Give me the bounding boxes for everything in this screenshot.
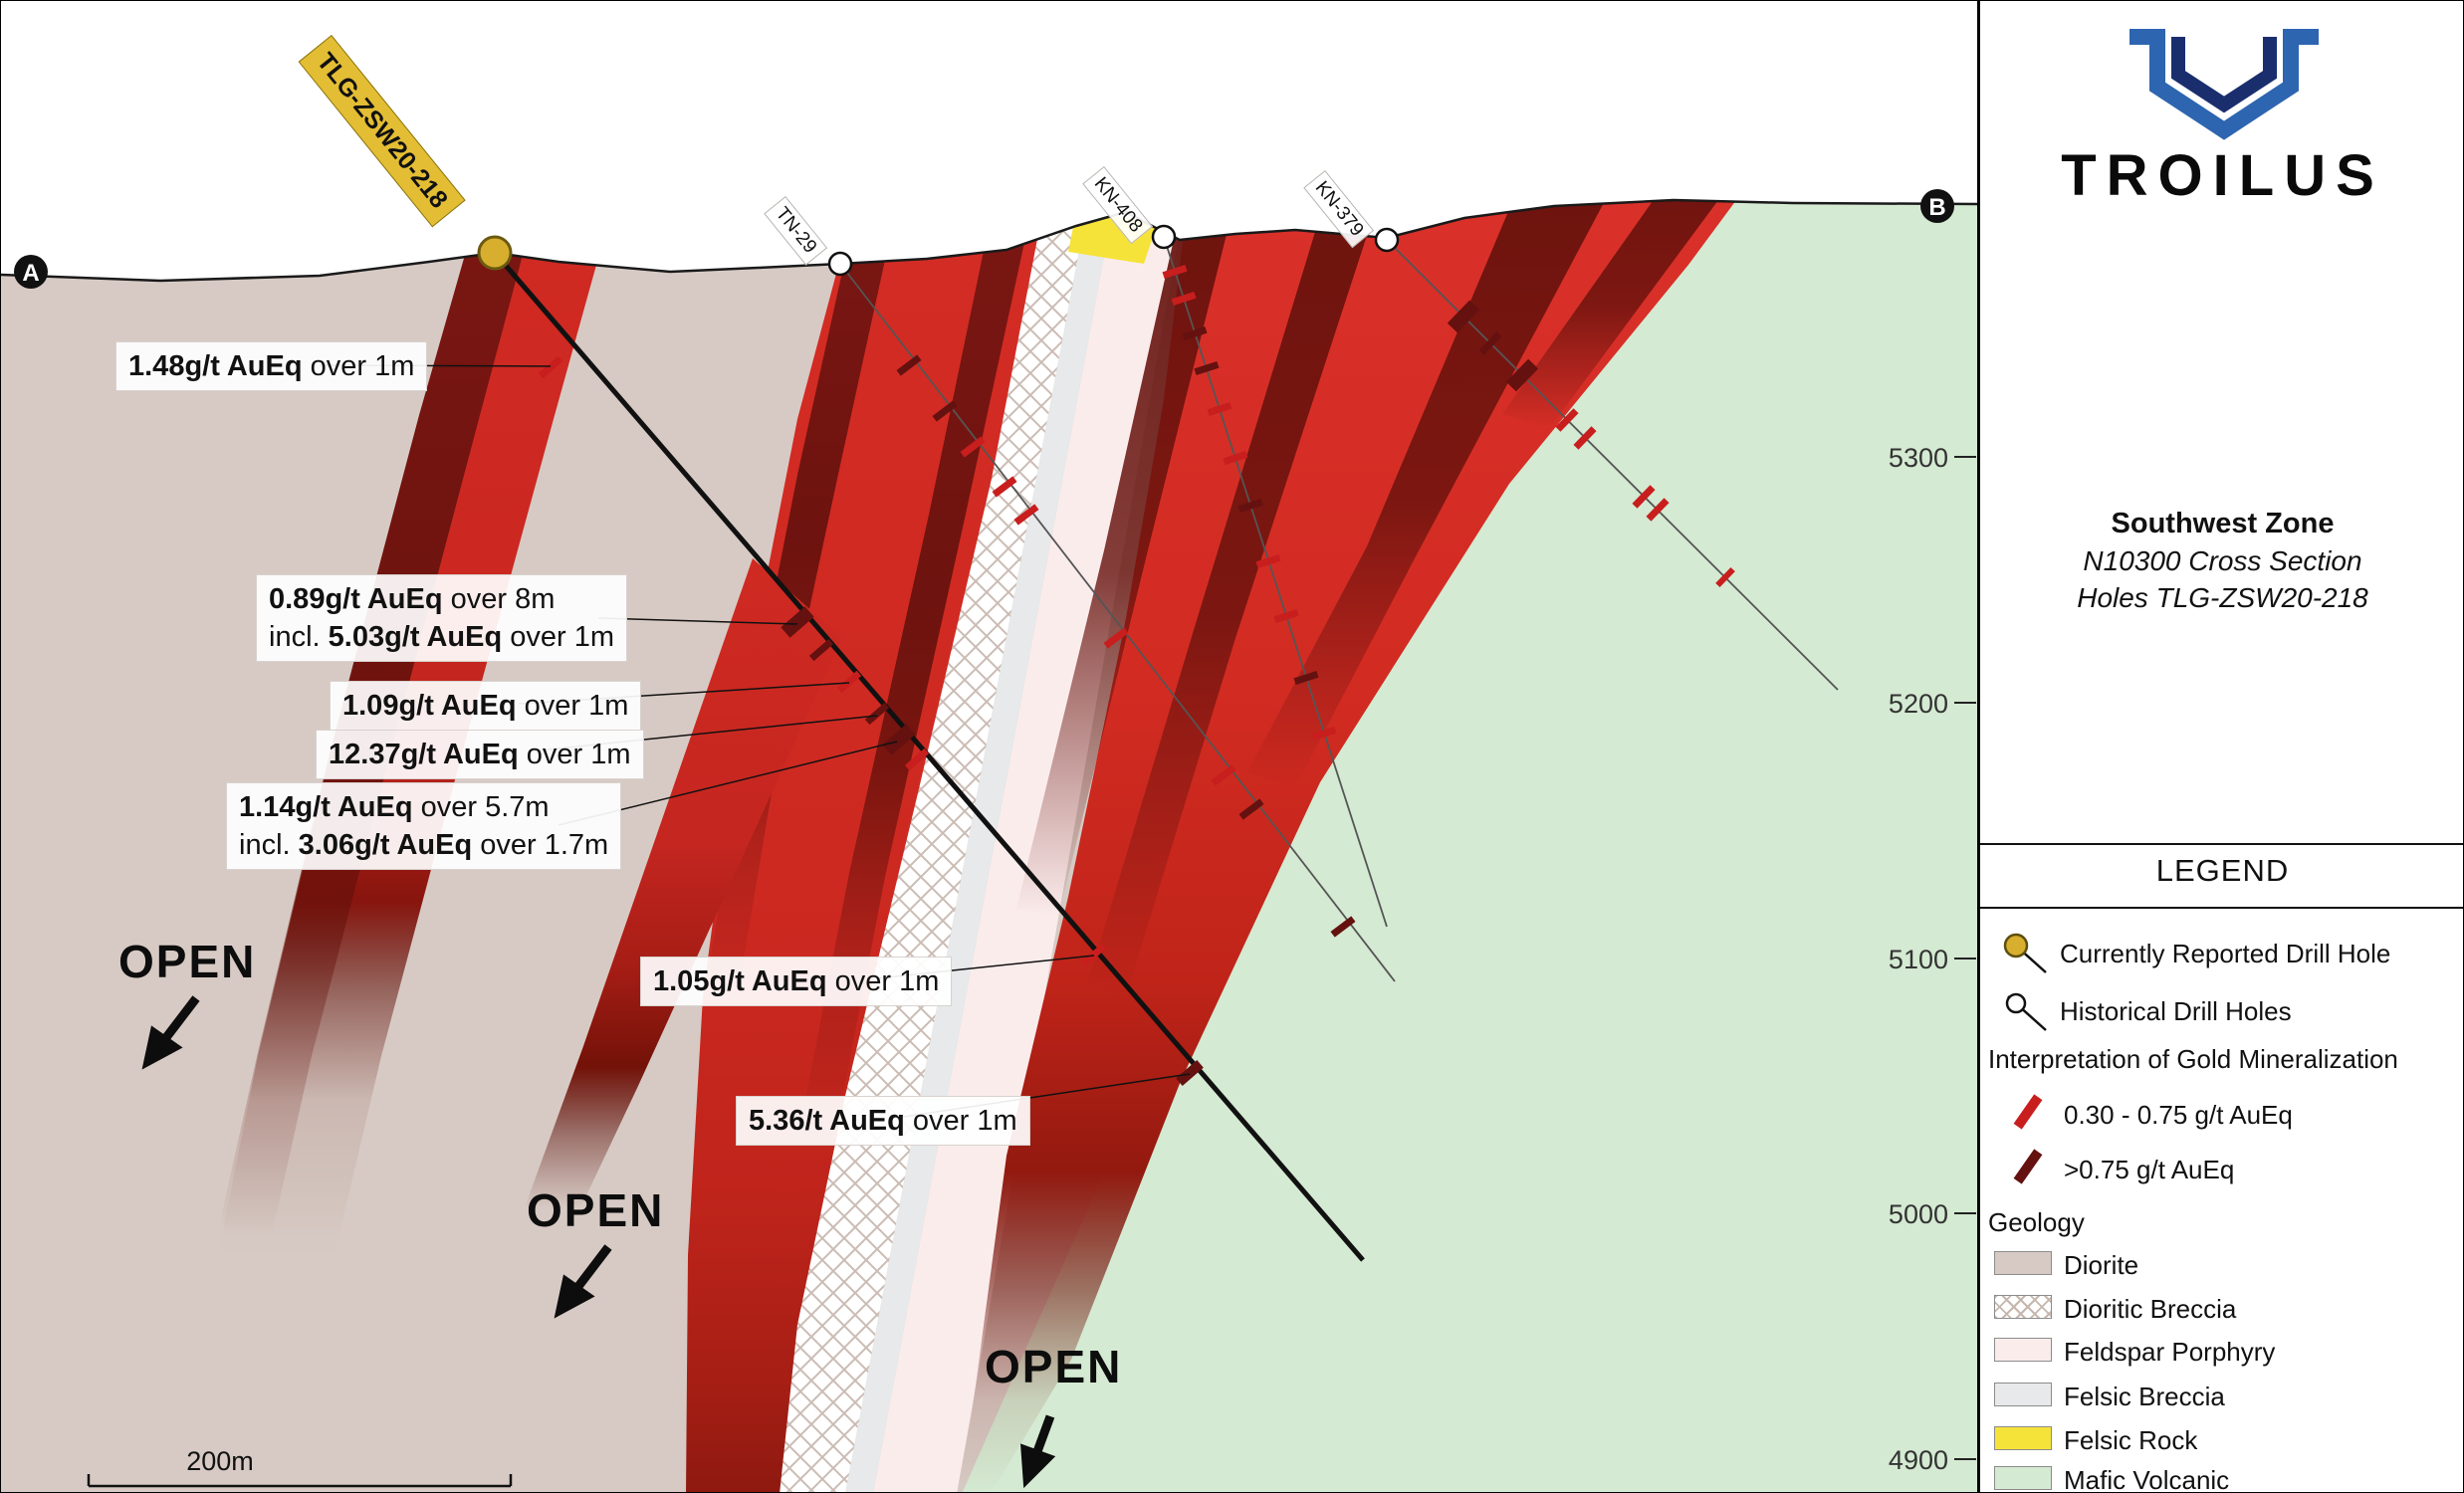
elevation-label: 5200 xyxy=(1888,689,1948,719)
drill-trace-kn-408 xyxy=(1163,236,1388,928)
section-marker-b: B xyxy=(1920,189,1954,223)
legend-item-diorite: Diorite xyxy=(2064,1250,2139,1280)
assay-annotation: 1.48g/t AuEq over 1m xyxy=(115,341,428,391)
swatch-felsic-breccia xyxy=(1994,1383,2052,1406)
current-drill-hole-icon xyxy=(2003,933,2047,973)
drill-trace-tlg-zsw20-218 xyxy=(493,251,1365,1262)
legend-item-mafic-volcanic: Mafic Volcanic xyxy=(2064,1465,2230,1493)
scale-bar xyxy=(87,1474,513,1488)
drill-collar-kn-379 xyxy=(1374,227,1400,253)
svg-text:A: A xyxy=(22,260,39,287)
assay-annotation: 0.89g/t AuEq over 8m incl. 5.03g/t AuEq … xyxy=(256,574,628,662)
legend-item-felsic-rock: Felsic Rock xyxy=(2064,1425,2198,1455)
section-marker-a: A xyxy=(14,255,48,289)
svg-text:B: B xyxy=(1928,194,1945,221)
drill-trace-tn-29 xyxy=(839,263,1396,982)
assay-annotation: 12.37g/t AuEq over 1m xyxy=(316,730,644,779)
legend-rule-top xyxy=(1980,843,2463,845)
assay-markers-tn-29 xyxy=(896,354,1356,938)
figure-title-holes: Holes TLG-ZSW20-218 xyxy=(2077,582,2368,613)
geology-mineralized-branch xyxy=(504,558,842,1265)
high-grade-marker-icon xyxy=(2013,1149,2043,1184)
drill-collar-tlg-zsw20-218 xyxy=(477,235,513,271)
historical-drill-hole-icon xyxy=(2005,992,2047,1031)
assay-annotation: 1.14g/t AuEq over 5.7m incl. 3.06g/t AuE… xyxy=(226,782,622,870)
figure-title: Southwest Zone N10300 Cross Section Hole… xyxy=(1980,505,2463,616)
geology-dioritic-breccia xyxy=(760,200,1098,1492)
elevation-label: 5100 xyxy=(1888,945,1948,974)
legend-heading-mineralization: Interpretation of Gold Mineralization xyxy=(1988,1044,2398,1074)
legend-item-dioritic-breccia: Dioritic Breccia xyxy=(2064,1294,2237,1324)
legend-item-current-drill-hole: Currently Reported Drill Hole xyxy=(2060,939,2391,968)
geology-mafic-volcanic xyxy=(962,200,1977,1492)
info-panel: TROILUS Southwest Zone N10300 Cross Sect… xyxy=(1977,1,2463,1493)
swatch-feldspar-porphyry xyxy=(1994,1338,2052,1362)
open-label: OPEN xyxy=(527,1184,665,1236)
open-label: OPEN xyxy=(118,936,257,987)
figure-title-section: N10300 Cross Section xyxy=(2083,545,2362,576)
assay-markers-tlg-zsw20-218 xyxy=(538,355,1204,1086)
high-grade-bands-east xyxy=(1016,200,1755,996)
swatch-diorite xyxy=(1994,1251,2052,1275)
elevation-label: 4900 xyxy=(1888,1445,1948,1475)
legend-item-feldspar-porphyry: Feldspar Porphyry xyxy=(2064,1337,2276,1367)
assay-annotation: 1.09g/t AuEq over 1m xyxy=(330,681,642,731)
cross-section-canvas: A B xyxy=(1,189,1977,1492)
legend-heading: LEGEND xyxy=(2155,853,2290,888)
elevation-ticks xyxy=(1954,456,1976,1460)
low-grade-marker-icon xyxy=(2013,1094,2043,1130)
swatch-felsic-rock xyxy=(1994,1426,2052,1450)
swatch-mafic-volcanic xyxy=(1994,1466,2052,1490)
elevation-label: 5000 xyxy=(1888,1199,1948,1229)
assay-annotation: 5.36/t AuEq over 1m xyxy=(736,1096,1030,1146)
assay-markers-kn-408 xyxy=(1162,264,1337,742)
geology-layers xyxy=(1,200,1977,1492)
figure-title-zone: Southwest Zone xyxy=(2111,508,2335,539)
troilus-logo-text: TROILUS xyxy=(2061,143,2384,208)
legend-item-felsic-breccia: Felsic Breccia xyxy=(2064,1382,2225,1411)
assay-markers-kn-379 xyxy=(1447,300,1735,587)
drill-collar-tn-29 xyxy=(827,251,853,277)
swatch-dioritic-breccia xyxy=(1994,1295,2052,1319)
open-label: OPEN xyxy=(985,1341,1123,1392)
legend-item-historical-drill-holes: Historical Drill Holes xyxy=(2060,996,2292,1026)
legend-rule-bottom xyxy=(1980,907,2463,909)
elevation-label: 5300 xyxy=(1888,443,1948,473)
topographic-surface-line xyxy=(1,198,1977,283)
legend-item-high-grade: >0.75 g/t AuEq xyxy=(2064,1155,2235,1184)
open-arrows xyxy=(141,995,1056,1489)
troilus-logo-icon xyxy=(2129,29,2319,140)
legend-heading-geology: Geology xyxy=(1988,1207,2085,1237)
drill-collar-kn-408 xyxy=(1151,224,1177,250)
geology-feldspar-porphyry xyxy=(873,200,1194,1492)
assay-annotation: 1.05g/t AuEq over 1m xyxy=(640,957,953,1006)
scale-bar-label: 200m xyxy=(186,1446,254,1476)
legend-item-low-grade: 0.30 - 0.75 g/t AuEq xyxy=(2064,1100,2293,1130)
